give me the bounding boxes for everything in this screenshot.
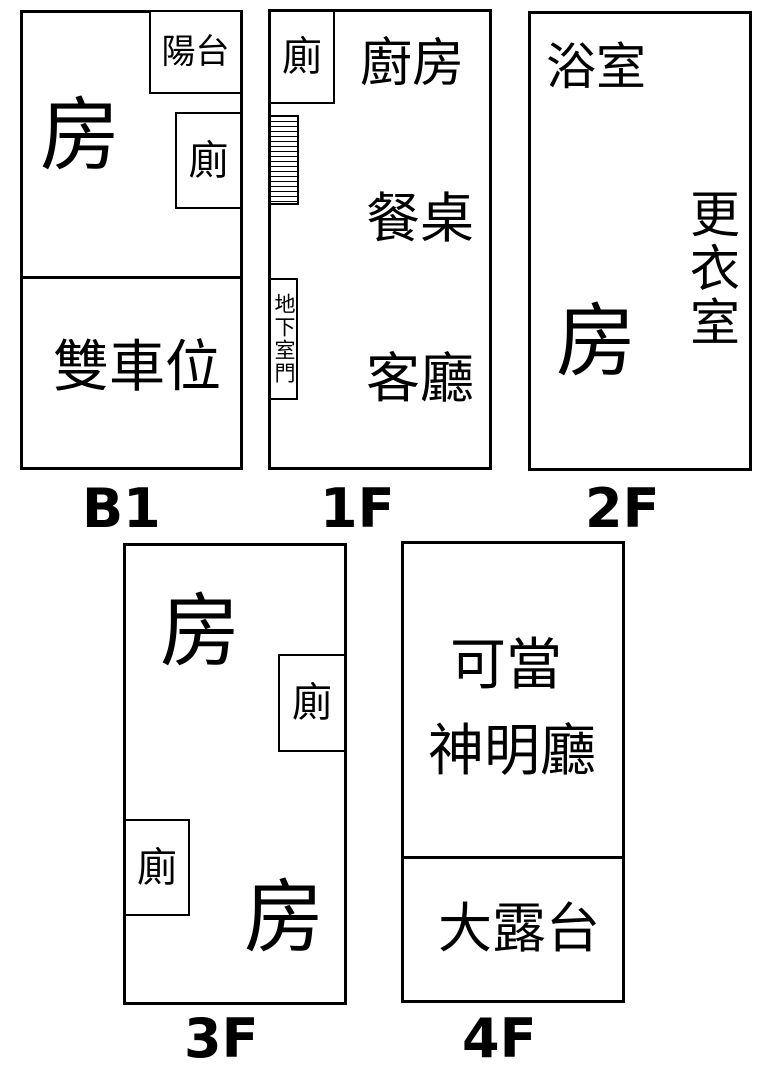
1f-basement-door-label: 地下室門 bbox=[272, 293, 296, 385]
b1-balcony-label: 陽台 bbox=[161, 32, 230, 72]
b1-floor-label: B1 bbox=[82, 477, 161, 540]
b1-toilet: 廁 bbox=[175, 112, 242, 209]
b1-balcony: 陽台 bbox=[149, 10, 242, 94]
1f-staircase bbox=[269, 115, 299, 205]
floor-3f-plan bbox=[123, 543, 347, 1005]
1f-basement-door: 地下室門 bbox=[269, 278, 298, 400]
b1-toilet-label: 廁 bbox=[188, 137, 229, 184]
b1-parking-label: 雙車位 bbox=[53, 335, 221, 400]
4f-terrace-label: 大露台 bbox=[438, 897, 600, 960]
4f-shrine-line1: 可當 bbox=[450, 633, 562, 698]
1f-toilet-label: 廁 bbox=[282, 34, 322, 80]
3f-toilet-left: 廁 bbox=[124, 819, 190, 916]
2f-bath-label: 浴室 bbox=[546, 38, 646, 96]
2f-floor-label: 2F bbox=[585, 477, 660, 540]
4f-floor-label: 4F bbox=[462, 1007, 537, 1070]
3f-floor-label: 3F bbox=[184, 1007, 259, 1070]
1f-toilet: 廁 bbox=[269, 10, 335, 104]
3f-toilet-right: 廁 bbox=[278, 654, 346, 752]
3f-room-bottom-label: 房 bbox=[244, 871, 324, 964]
2f-closet-label: 更衣室 bbox=[682, 188, 740, 350]
floor-4f-plan bbox=[401, 541, 625, 1003]
3f-toilet-left-label: 廁 bbox=[137, 844, 177, 891]
b1-room-label: 房 bbox=[40, 89, 120, 182]
2f-room-label: 房 bbox=[556, 295, 636, 388]
3f-toilet-right-label: 廁 bbox=[292, 680, 332, 726]
1f-kitchen-label: 廚房 bbox=[360, 34, 465, 94]
1f-living-label: 客廳 bbox=[366, 347, 474, 410]
floor-2f-plan bbox=[528, 11, 752, 471]
1f-dining-label: 餐桌 bbox=[366, 187, 474, 250]
1f-floor-label: 1F bbox=[320, 477, 395, 540]
4f-divider bbox=[401, 856, 625, 859]
b1-divider bbox=[20, 276, 243, 279]
3f-room-top-label: 房 bbox=[160, 585, 240, 678]
4f-shrine-line2: 神明廳 bbox=[428, 719, 596, 784]
